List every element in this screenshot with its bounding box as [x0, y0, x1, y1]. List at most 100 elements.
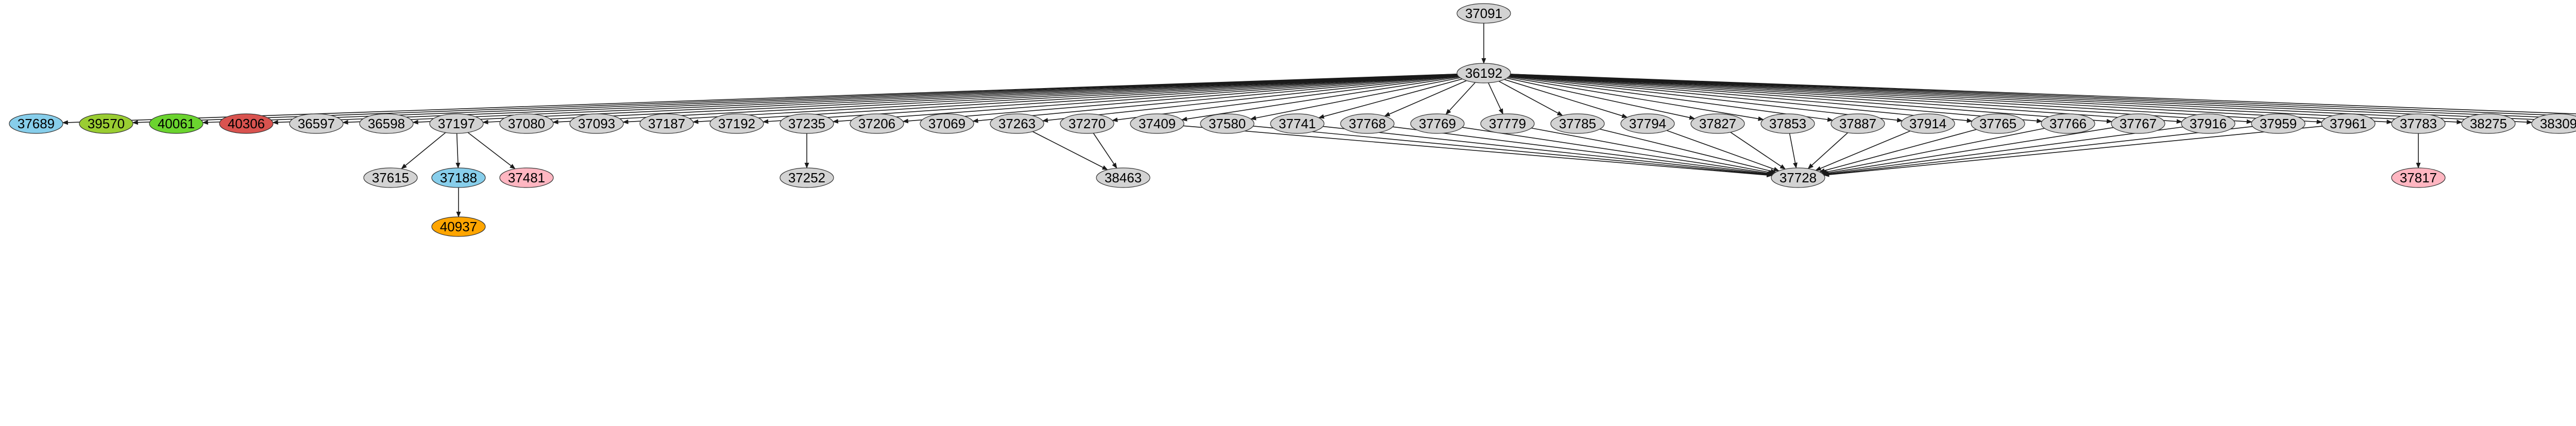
node-label: 37827 — [1699, 116, 1736, 131]
edge-36192-40061 — [202, 74, 1458, 125]
edge-36192-37187 — [692, 74, 1458, 124]
node-38309: 38309 — [2531, 113, 2576, 134]
edge-37767-37728 — [1822, 127, 2114, 176]
edge-37580-37728 — [1253, 126, 1773, 177]
node-shape — [219, 113, 274, 134]
node-shape — [1130, 113, 1184, 134]
edge-36192-37235 — [832, 75, 1458, 124]
node-shape — [2041, 113, 2095, 134]
node-39570: 39570 — [79, 113, 133, 134]
node-36192: 36192 — [1456, 63, 1511, 83]
node-37270: 37270 — [1060, 113, 1114, 134]
edge-37741-37728 — [1323, 126, 1773, 177]
node-label: 37263 — [998, 116, 1036, 131]
node-shape — [2461, 113, 2516, 134]
node-shape — [1096, 167, 1150, 188]
edge-37768-37728 — [1393, 126, 1773, 176]
node-shape — [359, 113, 414, 134]
edge-37794-37728 — [1666, 130, 1780, 172]
edge-36192-37263 — [1042, 75, 1459, 123]
edge-36192-40306 — [272, 74, 1458, 125]
edge-36192-37887 — [1509, 76, 1834, 122]
node-label: 37580 — [1209, 116, 1246, 131]
node-37615: 37615 — [363, 167, 418, 188]
node-40306: 40306 — [219, 113, 274, 134]
node-shape — [2321, 113, 2376, 134]
node-37853: 37853 — [1760, 113, 1815, 134]
node-37794: 37794 — [1620, 113, 1675, 134]
node-label: 37769 — [1419, 116, 1456, 131]
edge-36192-37080 — [552, 74, 1458, 125]
edge-36192-37270 — [1111, 76, 1459, 122]
node-shape — [429, 113, 484, 134]
node-label: 40306 — [228, 116, 265, 131]
node-label: 37091 — [1465, 6, 1502, 21]
node-shape — [990, 113, 1044, 134]
edge-36192-37827 — [1506, 77, 1696, 120]
node-37728: 37728 — [1771, 167, 1825, 188]
node-shape — [1831, 113, 1885, 134]
node-label: 37767 — [2120, 116, 2157, 131]
node-37080: 37080 — [499, 113, 554, 134]
edge-36192-37766 — [1510, 75, 2043, 124]
edge-37914-37728 — [1815, 130, 1911, 171]
edge-37827-37728 — [1730, 132, 1786, 169]
node-label: 37188 — [440, 170, 477, 185]
edge-36192-37961 — [1510, 74, 2323, 124]
node-37409: 37409 — [1130, 113, 1184, 134]
node-shape — [1340, 113, 1395, 134]
node-shape — [499, 167, 554, 188]
node-shape — [9, 113, 63, 134]
edge-36192-37783 — [1510, 74, 2393, 125]
node-label: 37959 — [2260, 116, 2297, 131]
node-label: 38309 — [2540, 116, 2576, 131]
edge-37769-37728 — [1462, 127, 1774, 176]
edge-36192-38382 — [1510, 74, 2576, 117]
node-37192: 37192 — [709, 113, 764, 134]
node-shape — [1760, 113, 1815, 134]
node-shape — [431, 167, 486, 188]
edge-36192-37197 — [482, 74, 1458, 125]
node-label: 37914 — [1909, 116, 1946, 131]
node-label: 37252 — [788, 170, 825, 185]
node-37827: 37827 — [1690, 113, 1745, 134]
node-label: 40937 — [440, 219, 477, 234]
node-label: 37961 — [2330, 116, 2367, 131]
node-label: 37481 — [508, 170, 545, 185]
node-shape — [779, 113, 834, 134]
node-label: 37794 — [1629, 116, 1666, 131]
edge-37887-37728 — [1807, 132, 1849, 169]
node-37093: 37093 — [569, 113, 624, 134]
node-36598: 36598 — [359, 113, 414, 134]
node-shape — [1771, 167, 1825, 188]
node-shape — [363, 167, 418, 188]
node-label: 37080 — [508, 116, 545, 131]
node-37767: 37767 — [2111, 113, 2165, 134]
node-shape — [1971, 113, 2025, 134]
node-label: 39570 — [88, 116, 125, 131]
node-37817: 37817 — [2391, 167, 2446, 188]
edge-37779-37728 — [1531, 127, 1775, 175]
node-label: 37785 — [1559, 116, 1596, 131]
node-label: 37853 — [1769, 116, 1806, 131]
node-37187: 37187 — [639, 113, 694, 134]
edge-37765-37728 — [1819, 129, 1977, 173]
edge-36192-37741 — [1318, 78, 1463, 119]
node-shape — [1480, 113, 1535, 134]
edge-37263-38463 — [1032, 131, 1108, 171]
node-label: 37206 — [858, 116, 895, 131]
node-37188: 37188 — [431, 167, 486, 188]
node-label: 36598 — [368, 116, 405, 131]
node-shape — [1200, 113, 1255, 134]
node-37252: 37252 — [779, 167, 834, 188]
node-37091: 37091 — [1456, 3, 1511, 24]
node-37769: 37769 — [1410, 113, 1465, 134]
node-36597: 36597 — [289, 113, 344, 134]
node-37779: 37779 — [1480, 113, 1535, 134]
node-shape — [2531, 113, 2576, 134]
node-37206: 37206 — [850, 113, 904, 134]
edge-37270-38463 — [1093, 133, 1117, 169]
node-shape — [289, 113, 344, 134]
node-37914: 37914 — [1901, 113, 1955, 134]
node-shape — [1620, 113, 1675, 134]
